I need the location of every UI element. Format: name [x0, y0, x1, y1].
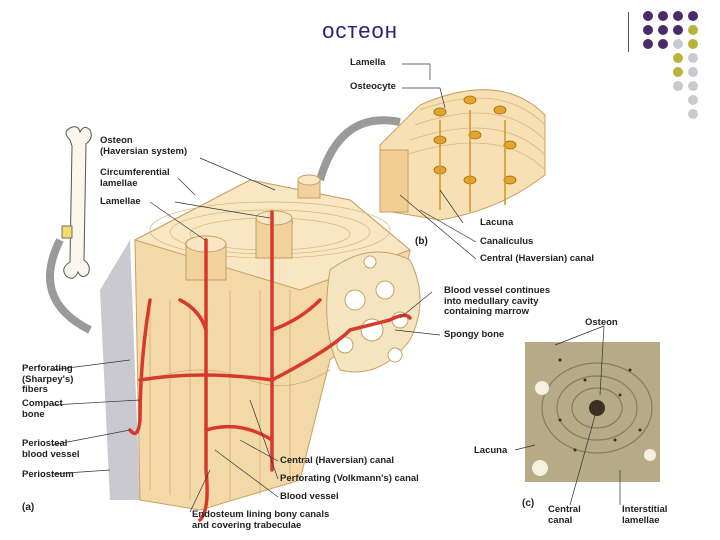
panel-label-b: (b) — [415, 236, 428, 247]
label-blood-vessel: Blood vessel — [280, 491, 339, 502]
zoom-arrow-b — [316, 116, 401, 182]
label-endosteum: Endosteum lining bony canals and coverin… — [192, 509, 330, 531]
leader-lines — [51, 63, 621, 513]
label-interstitial-lamellae: Interstitial lamellae — [622, 504, 668, 526]
label-blood-vessel-continues: Blood vessel continues into medullary ca… — [444, 285, 551, 317]
panel-label-c: (c) — [522, 498, 535, 509]
label-lamella: Lamella — [350, 57, 386, 68]
label-canaliculus: Canaliculus — [480, 236, 534, 247]
label-circumferential-lamellae: Circumferential lamellae — [100, 167, 170, 189]
label-central-canal-a: Central (Haversian) canal — [280, 455, 395, 466]
spongy-bone — [326, 251, 421, 373]
header-divider — [628, 12, 629, 52]
label-volkmann-canal: Perforating (Volkmann's) canal — [280, 473, 419, 484]
label-periosteum: Periosteum — [22, 469, 74, 480]
label-osteon: Osteon (Haversian system) — [100, 135, 188, 157]
label-spongy-bone: Spongy bone — [444, 329, 505, 340]
panel-label-a: (a) — [22, 502, 35, 513]
label-lacuna-c: Lacuna — [474, 445, 508, 456]
label-perforating-fibers: Perforating (Sharpey's) fibers — [22, 363, 74, 395]
label-central-canal-b: Central (Haversian) canal — [480, 253, 595, 264]
label-compact-bone: Compact bone — [22, 398, 63, 420]
micrograph-c — [525, 342, 660, 482]
zoom-arrow-a — [46, 238, 92, 334]
blood-vessels — [128, 210, 412, 522]
long-bone-icon — [61, 126, 92, 279]
page-title: остеон — [322, 18, 398, 43]
osteon-closeup-b — [379, 89, 546, 221]
decorative-dots — [643, 11, 698, 119]
label-central-canal-c: Central canal — [548, 504, 581, 526]
label-osteon-c: Osteon — [585, 317, 618, 328]
label-lamellae: Lamellae — [100, 196, 141, 207]
periosteum-layer — [100, 240, 140, 500]
label-osteocyte: Osteocyte — [350, 81, 396, 92]
label-periosteal-blood-vessel: Periosteal blood vessel — [22, 438, 80, 460]
label-lacuna-b: Lacuna — [480, 217, 514, 228]
